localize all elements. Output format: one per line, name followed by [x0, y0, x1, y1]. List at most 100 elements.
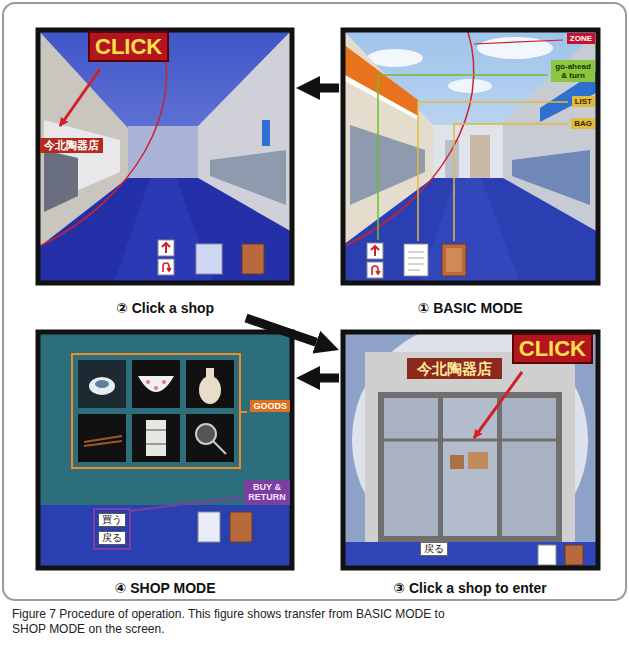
- figure-frame: [3, 3, 626, 600]
- panel-label: ② Click a shop: [116, 300, 214, 318]
- street-screenshot: [343, 74, 418, 120]
- shopfront-screenshot: [450, 455, 464, 469]
- street-screenshot: [343, 30, 598, 283]
- click-badge: CLICK: [88, 31, 169, 62]
- shop-screenshot: [95, 380, 109, 388]
- shop-screenshot: [186, 360, 234, 408]
- shop-screenshot: [38, 505, 292, 568]
- shopfront-screenshot: [468, 452, 488, 469]
- label-text: CLICK: [95, 34, 162, 59]
- street-screenshot: [38, 30, 292, 283]
- shopfront-screenshot: [384, 439, 556, 442]
- label-text: 今北陶器店: [417, 360, 492, 377]
- street-screenshot: [433, 125, 503, 178]
- shopfront-screenshot: [502, 398, 556, 536]
- shopfront-screenshot: [384, 398, 438, 536]
- leader-line: [378, 40, 568, 241]
- shop-screenshot: [162, 380, 166, 384]
- shop-screenshot: [146, 380, 150, 384]
- street-screenshot: [44, 150, 78, 212]
- shop-screenshot: [132, 414, 180, 462]
- ui-button: 戻る: [420, 542, 448, 556]
- shop-screenshot: [89, 377, 115, 395]
- street-screenshot: [420, 178, 520, 283]
- shop-screenshot: [154, 386, 158, 390]
- label-text: BAG: [574, 119, 592, 128]
- street-screenshot: [371, 246, 379, 256]
- street-screenshot: [448, 79, 492, 93]
- screenshot-panel: ③ Click a shop to enter今北陶器店CLICK戻る: [339, 328, 601, 598]
- callout-tag: LIST: [572, 96, 595, 107]
- screenshot-panel: ④ SHOP MODEGOODSBUY & RETURN買う戻る: [34, 328, 296, 598]
- shop-screenshot: [94, 509, 130, 549]
- shop-screenshot: [230, 512, 252, 542]
- street-screenshot: [477, 37, 553, 59]
- shop-screenshot: [84, 436, 122, 446]
- label-text: 今北陶器店: [44, 139, 99, 152]
- leader-line: [240, 411, 247, 413]
- screen-border: [343, 30, 598, 283]
- callout-tag: BAG: [571, 118, 595, 129]
- panel-label: ① BASIC MODE: [417, 300, 522, 318]
- shopfront-screenshot: [538, 545, 556, 565]
- flow-arrow: [320, 84, 339, 93]
- street-screenshot: [367, 262, 383, 278]
- callout-tag: ZONE: [567, 33, 595, 44]
- label-text: ZONE: [570, 34, 592, 43]
- shop-screenshot: [78, 414, 126, 462]
- label-text: LIST: [575, 97, 592, 106]
- flow-arrow: [246, 318, 316, 342]
- screenshot-panel: ① BASIC MODEZONEgo-ahead & turnLISTBAG: [339, 26, 601, 318]
- shop-screenshot: [138, 376, 174, 392]
- leader-line: [454, 124, 568, 241]
- street-screenshot: [446, 248, 462, 272]
- street-screenshot: [408, 252, 424, 270]
- label-text: 戻る: [424, 543, 444, 555]
- shop-screenshot: [132, 360, 180, 408]
- shop-screenshot: [206, 368, 214, 378]
- street-screenshot: [242, 244, 264, 274]
- shopfront-screenshot: [378, 392, 562, 542]
- shop-screenshot: [146, 420, 166, 456]
- shop-screenshot: [146, 430, 166, 444]
- label-text: CLICK: [519, 336, 586, 361]
- leader-line: [418, 102, 568, 241]
- street-screenshot: [38, 30, 292, 283]
- shopfront-screenshot: [352, 332, 588, 558]
- panel-label: ④ SHOP MODE: [114, 580, 215, 598]
- shopfront-screenshot: [343, 332, 598, 568]
- shopfront-screenshot: [343, 332, 598, 568]
- shop-screenshot: [38, 332, 292, 568]
- street-screenshot: [262, 120, 270, 146]
- label-text: 買う: [102, 514, 122, 526]
- callout-tag: GOODS: [250, 400, 290, 412]
- shopfront-screenshot: [343, 542, 598, 568]
- street-screenshot: [343, 30, 598, 283]
- shop-screenshot: [199, 376, 221, 404]
- shop-screenshot: [213, 441, 226, 454]
- label-text: BUY & RETURN: [247, 482, 287, 503]
- street-screenshot: [163, 263, 171, 272]
- street-screenshot: [128, 126, 198, 178]
- shop-screenshot: [186, 414, 234, 462]
- street-screenshot: [158, 240, 174, 256]
- street-screenshot: [442, 244, 466, 276]
- street-screenshot: [372, 266, 380, 275]
- click-badge: CLICK: [512, 333, 593, 364]
- shop-screenshot: [198, 512, 220, 542]
- click-pointer: [60, 69, 100, 126]
- click-pointer: [474, 372, 522, 438]
- screen-border: [38, 30, 292, 283]
- screenshot-panel: ② Click a shop 今北陶器店 CLICK: [34, 26, 296, 318]
- screen-border: [38, 30, 598, 568]
- callout-tag: BUY & RETURN: [244, 480, 290, 505]
- street-screenshot: [162, 243, 170, 253]
- shop-screenshot: [78, 360, 126, 408]
- leader-line: [130, 497, 241, 511]
- street-screenshot: [40, 32, 167, 246]
- shop-sign: 今北陶器店: [407, 358, 502, 379]
- street-screenshot: [470, 135, 490, 178]
